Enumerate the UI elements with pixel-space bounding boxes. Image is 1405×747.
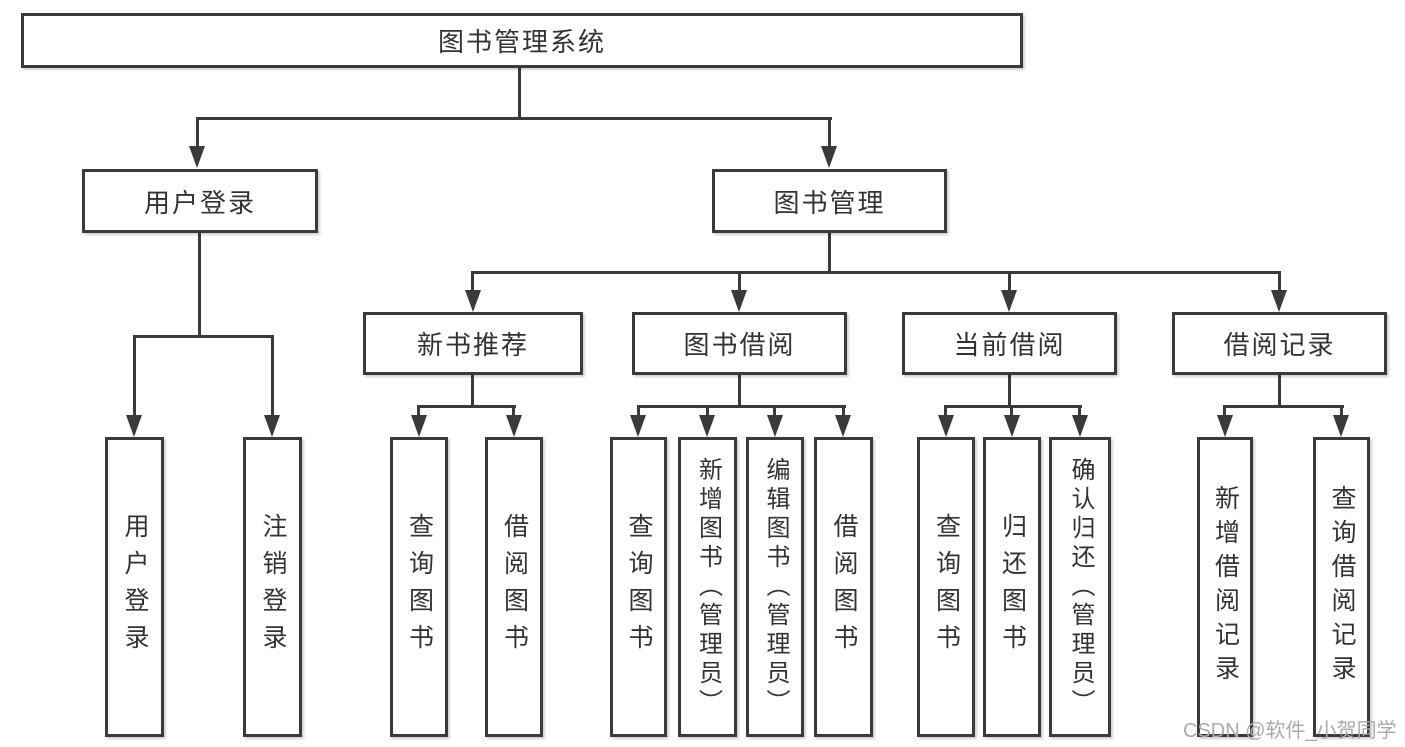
node-current-borrow-label: 当前借阅 [953, 330, 1066, 360]
leaf-logout-label: 注销登录 [259, 513, 287, 661]
arrow-down-icon [465, 290, 481, 312]
leaf-query-borrow-record-label: 查询借阅记录 [1328, 485, 1356, 689]
node-new-book-recommend: 新书推荐 [363, 312, 583, 375]
node-new-book-recommend-label: 新书推荐 [416, 330, 529, 360]
arrow-down-icon [835, 415, 851, 437]
connector-vline [944, 405, 947, 417]
connector-vline [133, 335, 136, 417]
arrow-down-icon [189, 146, 205, 168]
connector-vline [828, 231, 831, 273]
connector-vline [1078, 405, 1081, 417]
arrow-down-icon [1333, 415, 1349, 437]
node-root-label: 图书管理系统 [437, 27, 606, 57]
arrow-down-icon [126, 415, 142, 437]
arrow-down-icon [1001, 290, 1017, 312]
connector-vline [196, 117, 199, 150]
connector-vline [471, 271, 474, 292]
connector-hline [637, 405, 846, 408]
connector-vline [1008, 271, 1011, 292]
arrow-down-icon [630, 415, 646, 437]
leaf-edit-book-admin-label: 编辑图书（管理员） [762, 456, 789, 718]
connector-vline [1223, 405, 1226, 417]
connector-vline [518, 66, 521, 120]
leaf-query-borrow-record: 查询借阅记录 [1313, 437, 1370, 737]
connector-hline [471, 271, 1281, 274]
arrow-down-icon [1217, 415, 1233, 437]
connector-vline [417, 405, 420, 417]
connector-vline [1340, 405, 1343, 417]
node-book-management: 图书管理 [712, 169, 947, 233]
connector-vline [828, 117, 831, 150]
leaf-query-books-borrow-label: 查询图书 [625, 513, 653, 661]
connector-vline [1278, 271, 1281, 292]
leaf-query-books-recommend-label: 查询图书 [405, 513, 434, 661]
connector-hline [133, 335, 274, 338]
connector-vline [512, 405, 515, 417]
leaf-borrow-books: 借阅图书 [814, 437, 873, 737]
leaf-query-books-recommend: 查询图书 [390, 437, 448, 737]
leaf-add-book-admin-label: 新增图书（管理员） [694, 456, 722, 718]
connector-vline [706, 405, 709, 417]
connector-vline [198, 231, 201, 337]
leaf-return-book-label: 归还图书 [998, 513, 1027, 661]
node-book-borrow-label: 图书借阅 [683, 330, 796, 360]
leaf-borrow-books-label: 借阅图书 [830, 513, 858, 661]
arrow-down-icon [731, 290, 747, 312]
arrow-down-icon [1072, 415, 1088, 437]
connector-vline [637, 405, 640, 417]
node-book-management-label: 图书管理 [773, 187, 886, 218]
arrow-down-icon [411, 415, 427, 437]
connector-vline [1008, 373, 1011, 407]
connector-vline [271, 335, 274, 417]
connector-vline [471, 373, 474, 407]
leaf-query-books-current-label: 查询图书 [932, 513, 961, 661]
connector-hline [417, 405, 516, 408]
watermark: CSDN @软件_小贺同学 [1183, 720, 1397, 742]
leaf-confirm-return-admin: 确认归还（管理员） [1049, 437, 1111, 737]
connector-hline [196, 117, 832, 120]
leaf-query-books-current: 查询图书 [917, 437, 975, 737]
connector-vline [1010, 405, 1013, 417]
leaf-logout: 注销登录 [243, 437, 302, 737]
leaf-borrow-books-recommend-label: 借阅图书 [500, 513, 529, 661]
node-user-login: 用户登录 [82, 169, 318, 233]
leaf-return-book: 归还图书 [983, 437, 1041, 737]
arrow-down-icon [1271, 290, 1287, 312]
arrow-down-icon [767, 415, 783, 437]
arrow-down-icon [821, 146, 837, 168]
leaf-edit-book-admin: 编辑图书（管理员） [746, 437, 804, 737]
leaf-user-login: 用户登录 [105, 437, 164, 737]
connector-hline [944, 405, 1082, 408]
arrow-down-icon [506, 415, 522, 437]
node-user-login-label: 用户登录 [143, 187, 256, 218]
node-book-borrow: 图书借阅 [632, 312, 847, 375]
leaf-borrow-books-recommend: 借阅图书 [485, 437, 543, 737]
node-current-borrow: 当前借阅 [902, 312, 1117, 375]
connector-vline [738, 373, 741, 407]
leaf-add-borrow-record: 新增借阅记录 [1197, 437, 1253, 737]
arrow-down-icon [1004, 415, 1020, 437]
node-borrow-records: 借阅记录 [1172, 312, 1387, 375]
arrow-down-icon [264, 415, 280, 437]
arrow-down-icon [938, 415, 954, 437]
leaf-user-login-label: 用户登录 [121, 513, 149, 661]
connector-vline [1278, 373, 1281, 407]
leaf-add-book-admin: 新增图书（管理员） [678, 437, 737, 737]
node-borrow-records-label: 借阅记录 [1223, 330, 1336, 360]
arrow-down-icon [699, 415, 715, 437]
connector-vline [773, 405, 776, 417]
leaf-confirm-return-admin-label: 确认归还（管理员） [1067, 456, 1094, 718]
leaf-query-books-borrow: 查询图书 [610, 437, 667, 737]
connector-vline [738, 271, 741, 292]
connector-hline [1223, 405, 1344, 408]
node-root: 图书管理系统 [21, 13, 1023, 68]
connector-vline [842, 405, 845, 417]
leaf-add-borrow-record-label: 新增借阅记录 [1211, 485, 1240, 689]
